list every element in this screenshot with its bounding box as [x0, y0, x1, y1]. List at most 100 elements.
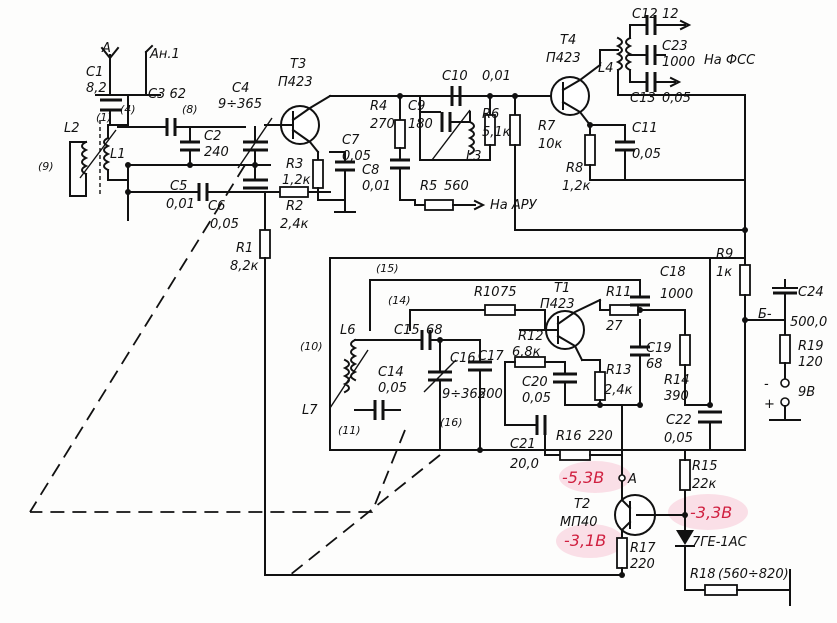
label-c19-value: 68 — [646, 357, 663, 372]
label-c14-value: 0,05 — [378, 381, 407, 396]
label-c15-value: 68 — [426, 323, 443, 338]
label-c20-value: 0,05 — [522, 391, 551, 406]
label-r16: R16 — [556, 429, 582, 444]
label-antenna-1: Ан.1 — [149, 47, 180, 62]
label-c16: C16 — [450, 351, 476, 366]
label-c11-value: 0,05 — [632, 147, 661, 162]
lo-tank — [30, 279, 492, 576]
label-agc-output: На АРУ — [490, 198, 538, 213]
label-t4-type: П423 — [546, 51, 581, 66]
label-r4-value: 270 — [370, 117, 395, 132]
lo-emitter-network — [504, 356, 641, 461]
label-node-10: (10) — [300, 340, 323, 353]
label-r9: R9 — [716, 247, 733, 262]
label-plus-terminal: + — [764, 397, 775, 412]
label-c24-value: 500,0 — [790, 315, 827, 330]
label-c1-value: 8,2 — [86, 81, 107, 96]
label-r6-value: 5,1к — [482, 125, 511, 140]
label-c12-value: 12 — [662, 7, 679, 22]
label-node-1: (1) — [96, 111, 112, 124]
label-t4: T4 — [560, 33, 576, 48]
label-c19: C19 — [646, 341, 672, 356]
label-c8-value: 0,01 — [362, 179, 391, 194]
label-r8-value: 1,2к — [562, 179, 591, 194]
label-r7: R7 — [538, 119, 556, 134]
label-c17-value: 200 — [478, 387, 503, 402]
label-r3-value: 1,2к — [282, 173, 311, 188]
label-r5: R5 — [420, 179, 437, 194]
label-node-16: (16) — [440, 416, 463, 429]
label-r5-value: 560 — [444, 179, 469, 194]
label-node-11: (11) — [338, 424, 361, 437]
label-c17: C17 — [478, 349, 504, 364]
label-t2: T2 — [574, 497, 590, 512]
t3-emitter-network — [312, 95, 486, 213]
label-r19-value: 120 — [798, 355, 823, 370]
label-c16-value: 9÷365 — [442, 387, 486, 402]
label-c22-value: 0,05 — [664, 431, 693, 446]
label-r17-value: 220 — [630, 557, 655, 572]
l4-output-transformer — [615, 15, 746, 266]
label-c4-value: 9÷365 — [218, 97, 262, 112]
label-t3: T3 — [290, 57, 306, 72]
label-r14: R14 — [664, 373, 690, 388]
voltage-t2-collector: -5,3В — [562, 468, 604, 487]
label-r18-value: (560÷820) — [718, 567, 789, 582]
label-c22: C22 — [666, 413, 692, 428]
transistor-t4 — [550, 49, 746, 181]
label-r4: R4 — [370, 99, 387, 114]
label-r18: R18 — [690, 567, 716, 582]
label-diode: 7ГЕ-1АС — [692, 535, 748, 550]
label-c21-value: 20,0 — [510, 457, 539, 472]
label-l6: L6 — [340, 323, 356, 338]
label-c12: C12 — [632, 7, 658, 22]
label-r16-value: 220 — [588, 429, 613, 444]
label-t2-type: МП40 — [560, 515, 598, 530]
c3-c2-network — [117, 118, 271, 181]
label-c23-value: 1000 — [662, 55, 695, 70]
antenna-input — [95, 44, 161, 126]
label-r10-value: 75 — [500, 285, 517, 300]
label-c7-value: 0,05 — [342, 149, 371, 164]
label-node-15: (15) — [376, 262, 399, 275]
label-c2: C2 — [204, 129, 221, 144]
label-r6: R6 — [482, 107, 499, 122]
label-node-4: (4) — [120, 103, 136, 116]
if-stage-network — [399, 86, 746, 231]
label-c14: C14 — [378, 365, 404, 380]
label-c10: C10 — [442, 69, 468, 84]
label-r15: R15 — [692, 459, 718, 474]
label-r1-value: 8,2к — [230, 259, 259, 274]
label-r13-value: 2,4к — [604, 383, 633, 398]
label-fss-output: На ФСС — [704, 53, 756, 68]
label-c5-value: 0,01 — [166, 197, 195, 212]
label-r8: R8 — [566, 161, 583, 176]
label-l2: L2 — [64, 121, 80, 136]
voltage-highlight — [668, 494, 748, 530]
label-t1: T1 — [554, 281, 570, 296]
label-r12: R12 — [518, 329, 544, 344]
junction-dots — [125, 93, 748, 578]
label-c18-value: 1000 — [660, 287, 693, 302]
label-c18: C18 — [660, 265, 686, 280]
c5-c6 — [127, 164, 331, 221]
lo-network — [369, 257, 722, 451]
label-r9-value: 1к — [716, 265, 732, 280]
label-c3: C3 62 — [148, 87, 186, 102]
label-c1: C1 — [86, 65, 103, 80]
label-r2-value: 2,4к — [280, 217, 309, 232]
label-minus-terminal: - — [764, 377, 769, 392]
label-antenna-a: A — [101, 41, 111, 56]
label-r1: R1 — [236, 241, 253, 256]
label-c20: C20 — [522, 375, 548, 390]
label-r12-value: 6,8к — [512, 345, 541, 360]
label-c7: C7 — [342, 133, 360, 148]
label-c23: C23 — [662, 39, 688, 54]
label-l7: L7 — [302, 403, 318, 418]
supply-circuit — [469, 264, 801, 451]
label-c13: C13 — [630, 91, 656, 106]
label-r17: R17 — [630, 541, 656, 556]
r1-r2 — [259, 186, 471, 576]
